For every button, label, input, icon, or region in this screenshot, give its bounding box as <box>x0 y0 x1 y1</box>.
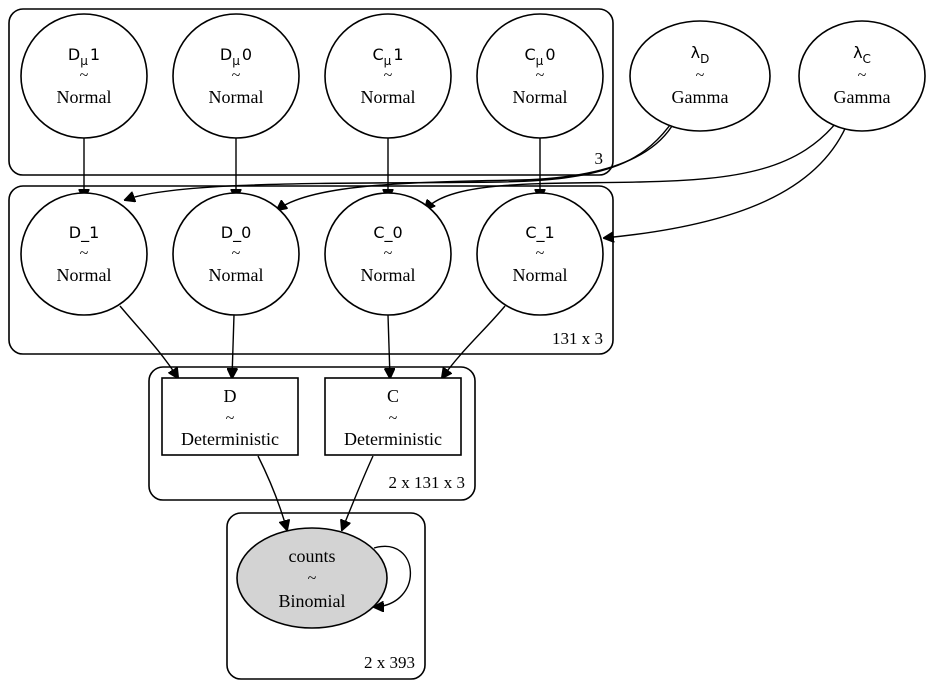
node-d-0-dist: Normal <box>209 265 264 285</box>
node-d-1-name: D_1 <box>69 223 100 243</box>
node-d-0-tilde: ~ <box>232 245 241 262</box>
node-c-mu-0-tilde: ~ <box>536 67 545 84</box>
node-lambda-c: λC ~ Gamma <box>798 20 926 132</box>
node-c-0: C_0 ~ Normal <box>324 192 452 316</box>
edge-counts-self-loop <box>374 545 412 607</box>
plate-deterministic: 2 x 131 x 3 <box>148 366 476 501</box>
node-d-mu-0-tilde: ~ <box>232 67 241 84</box>
node-c-0-tilde: ~ <box>384 245 393 262</box>
edge-d0-to-d <box>232 314 234 378</box>
node-d-mu-1-shape <box>20 13 148 139</box>
plate-hyper-label: 3 <box>595 149 604 168</box>
node-c-0-shape <box>324 192 452 316</box>
node-d-1: D_1 ~ Normal <box>20 192 148 316</box>
plate-latent: 131 x 3 <box>8 185 614 355</box>
node-c-deterministic-dist: Deterministic <box>344 429 442 449</box>
node-counts: counts ~ Binomial <box>236 527 388 629</box>
node-counts-tilde: ~ <box>308 570 317 587</box>
node-d-0: D_0 ~ Normal <box>172 192 300 316</box>
plate-deterministic-border <box>148 366 476 501</box>
node-c-0-dist: Normal <box>361 265 416 285</box>
edge-lambdac-to-c0 <box>425 117 841 210</box>
node-d-deterministic-tilde: ~ <box>226 410 235 427</box>
node-c-deterministic-shape <box>324 377 462 456</box>
node-d-deterministic-dist: Deterministic <box>181 429 279 449</box>
node-counts-name: counts <box>289 546 336 566</box>
node-c-1-tilde: ~ <box>536 245 545 262</box>
node-d-deterministic-name: D <box>224 386 237 406</box>
node-lambda-c-name: λC <box>853 43 871 66</box>
node-c-deterministic-name: C <box>387 386 399 406</box>
node-lambda-c-dist: Gamma <box>834 87 891 107</box>
node-d-mu-1-dist: Normal <box>57 87 112 107</box>
node-c-0-name: C_0 <box>373 223 402 243</box>
plate-observed-border <box>226 512 426 680</box>
node-d-1-shape <box>20 192 148 316</box>
plate-deterministic-label: 2 x 131 x 3 <box>389 473 466 492</box>
plate-latent-label: 131 x 3 <box>552 329 603 348</box>
node-c-1-shape <box>476 192 604 316</box>
node-c-1-dist: Normal <box>513 265 568 285</box>
node-lambda-d: λD ~ Gamma <box>629 20 771 132</box>
node-c-mu-1-dist: Normal <box>361 87 416 107</box>
node-c-deterministic: C ~ Deterministic <box>324 377 462 456</box>
edge-lambdac-to-c1 <box>604 121 849 238</box>
node-c-1: C_1 ~ Normal <box>476 192 604 316</box>
plate-observed: 2 x 393 <box>226 512 426 680</box>
node-counts-dist: Binomial <box>279 591 346 611</box>
node-d-deterministic-shape <box>161 377 299 456</box>
node-lambda-d-name: λD <box>691 43 710 66</box>
node-lambda-d-tilde: ~ <box>696 67 705 84</box>
edges <box>84 117 849 607</box>
node-lambda-c-shape <box>798 20 926 132</box>
node-lambda-d-dist: Gamma <box>672 87 729 107</box>
node-lambda-c-tilde: ~ <box>858 67 867 84</box>
plate-latent-border <box>8 185 614 355</box>
node-c-mu-0-dist: Normal <box>513 87 568 107</box>
plate-observed-label: 2 x 393 <box>364 653 415 672</box>
node-d-0-name: D_0 <box>221 223 252 243</box>
node-lambda-d-shape <box>629 20 771 132</box>
plate-hyper: 3 <box>8 8 614 176</box>
node-c-deterministic-tilde: ~ <box>389 410 398 427</box>
edge-c1-to-c <box>442 305 506 378</box>
plate-hyper-border <box>8 8 614 176</box>
edge-c-to-counts <box>342 455 374 530</box>
edge-d-to-counts <box>257 455 287 530</box>
node-d-mu-0-shape <box>172 13 300 139</box>
edge-lambdad-to-d0 <box>277 125 673 210</box>
node-c-mu-1-tilde: ~ <box>384 67 393 84</box>
node-d-mu-0-dist: Normal <box>209 87 264 107</box>
node-c-mu-1-shape <box>324 13 452 139</box>
node-counts-shape <box>236 527 388 629</box>
node-d-deterministic: D ~ Deterministic <box>161 377 299 456</box>
edge-c0-to-c <box>388 314 390 378</box>
node-c-mu-0-shape <box>476 13 604 139</box>
node-c-1-name: C_1 <box>525 223 554 243</box>
node-d-1-tilde: ~ <box>80 245 89 262</box>
node-d-1-dist: Normal <box>57 265 112 285</box>
node-d-mu-1-tilde: ~ <box>80 67 89 84</box>
node-d-0-shape <box>172 192 300 316</box>
edge-d1-to-d <box>119 305 178 378</box>
